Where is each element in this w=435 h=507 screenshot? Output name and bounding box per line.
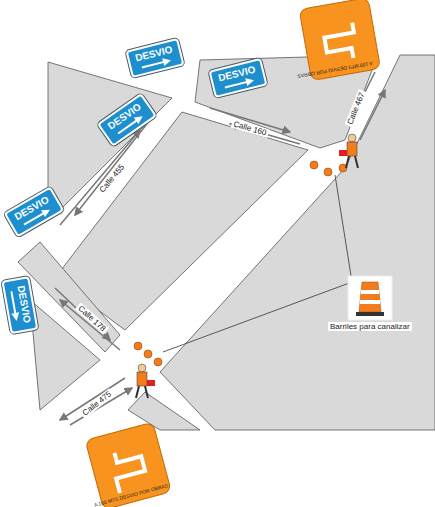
leader-line [163, 282, 352, 352]
detour-sign: DESVIO [125, 38, 184, 78]
leader-line [335, 175, 352, 282]
traffic-arrow [60, 300, 120, 350]
barrel [134, 342, 142, 350]
barrel [324, 168, 332, 176]
flagger-worker [339, 134, 358, 168]
traffic-arrow [60, 130, 140, 225]
detour-sign: DESVIO [1, 276, 38, 334]
barrel-icon [348, 276, 392, 320]
barrel [154, 358, 162, 366]
barrel [144, 350, 152, 358]
traffic-arrow [70, 388, 132, 425]
detour-sign: DESVIO [4, 186, 65, 237]
street-label: Calle 475 [79, 388, 114, 418]
city-block [128, 392, 200, 430]
warning-sign [85, 422, 171, 507]
street-label: Barriles para canalizar [328, 322, 412, 331]
barrel [310, 161, 318, 169]
traffic-arrow [55, 288, 110, 340]
sign-text: DESVIO [13, 194, 51, 222]
flagger-worker [136, 364, 155, 398]
city-block [55, 112, 308, 330]
traffic-arrow [60, 378, 125, 420]
sign-text: DESVIO [16, 285, 33, 324]
